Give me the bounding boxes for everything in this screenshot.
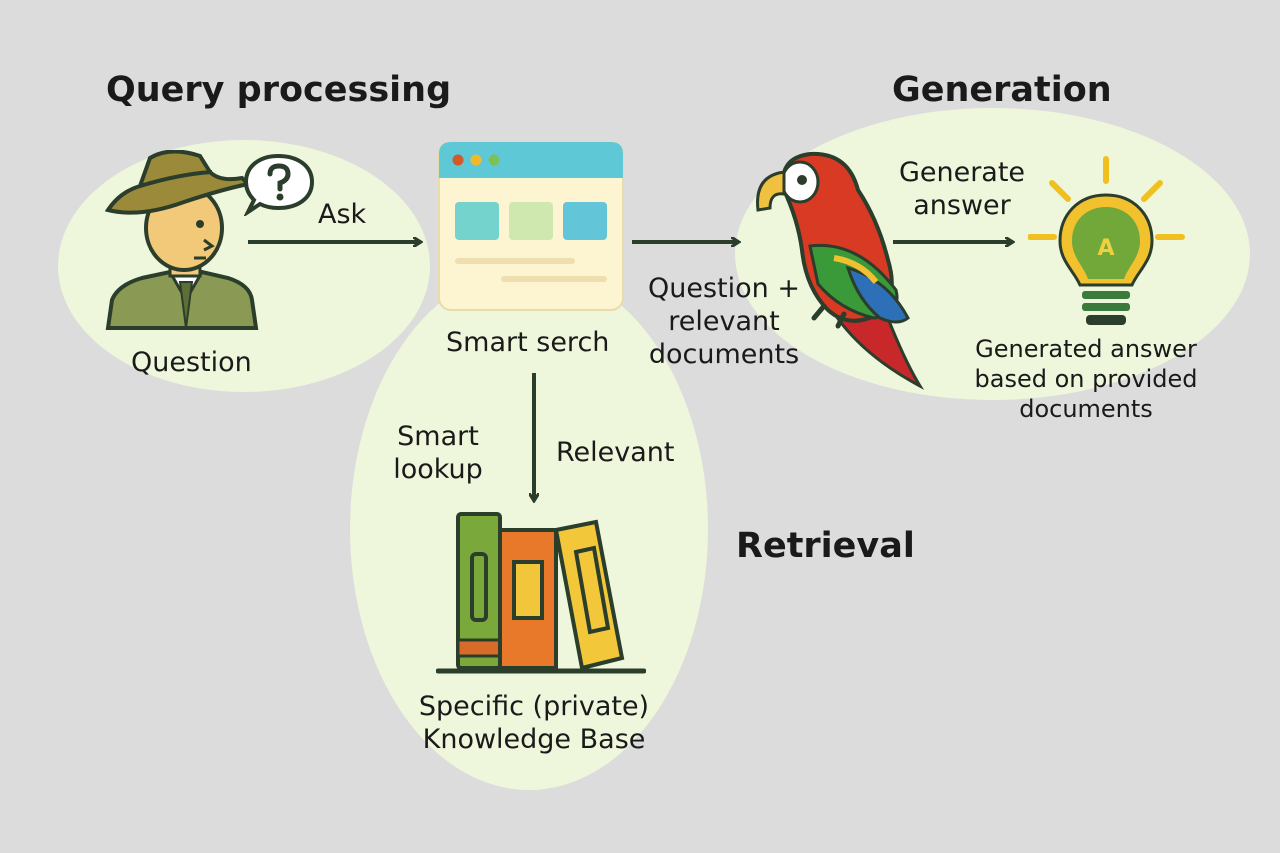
relevant-label: Relevant — [556, 437, 675, 468]
smart-search-label: Smart serch — [446, 327, 610, 358]
browser-window-icon — [438, 141, 624, 311]
smart-lookup-line-1: Smart — [397, 421, 479, 452]
generated-answer-label: Generated answer based on provided docum… — [958, 334, 1214, 424]
heading-query-processing: Query processing — [106, 70, 452, 110]
knowledge-base-line-2: Knowledge Base — [422, 724, 646, 755]
question-plus-docs-line-1: Question + — [648, 273, 800, 304]
smart-lookup-label: Smart lookup — [378, 420, 498, 486]
heading-retrieval: Retrieval — [736, 526, 915, 566]
generated-answer-line-2: based on provided — [974, 365, 1198, 393]
question-bubble-icon — [244, 153, 315, 216]
books-icon — [436, 512, 646, 674]
question-label: Question — [131, 347, 252, 378]
question-plus-docs-line-2: relevant — [668, 306, 780, 337]
knowledge-base-line-1: Specific (private) — [418, 691, 650, 722]
lightbulb-icon: A — [1028, 156, 1185, 325]
ask-label: Ask — [318, 199, 367, 230]
generate-answer-line-1: Generate — [898, 157, 1026, 188]
generated-answer-line-1: Generated answer — [975, 335, 1197, 363]
bulb-letter: A — [1097, 236, 1114, 261]
knowledge-base-label: Specific (private) Knowledge Base — [396, 690, 672, 756]
question-plus-docs-label: Question + relevant documents — [636, 272, 812, 371]
detective-user-icon — [104, 150, 259, 330]
generate-answer-line-2: answer — [913, 190, 1011, 221]
generate-answer-label: Generate answer — [884, 156, 1040, 222]
heading-generation: Generation — [892, 70, 1112, 110]
generated-answer-line-3: documents — [1019, 395, 1153, 423]
parrot-icon — [756, 151, 925, 390]
question-plus-docs-line-3: documents — [648, 339, 800, 370]
smart-lookup-line-2: lookup — [393, 454, 483, 485]
